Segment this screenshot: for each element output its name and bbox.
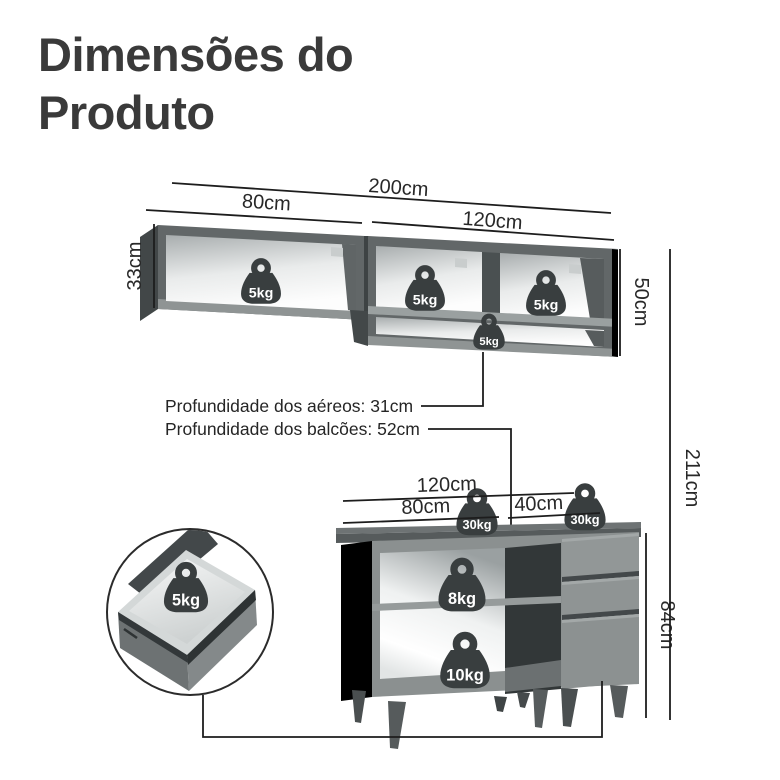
dim-line-left-width-upper bbox=[145, 209, 363, 224]
weight-badge-countertop-left: 30kg bbox=[456, 491, 497, 535]
dim-label-left-height-upper: 33cm bbox=[124, 242, 146, 291]
cabinet-leg-2 bbox=[388, 701, 406, 749]
upper-cabinet: 5kg 5kg 5kg 5kg bbox=[140, 225, 618, 357]
weight-label: 8kg bbox=[448, 590, 476, 608]
dim-line-right-width-upper bbox=[371, 221, 615, 241]
cabinet-leg-4 bbox=[517, 692, 530, 708]
drawer-gap-2 bbox=[562, 609, 639, 620]
drawer-front-2 bbox=[562, 576, 639, 615]
upper-left-interior-wall bbox=[342, 244, 356, 311]
depth-annotations: Profundidade dos aéreos: 31cm Profundida… bbox=[165, 352, 512, 525]
dim-line-total-width-lower bbox=[342, 492, 575, 502]
lower-side-panel bbox=[341, 541, 372, 701]
upper-hinge-2 bbox=[455, 258, 467, 268]
detail-circle-outline bbox=[106, 528, 274, 696]
lower-dimensions: 120cm 80cm 40cm 84cm 211cm bbox=[342, 249, 703, 720]
cabinet-leg-6 bbox=[561, 688, 578, 727]
lower-divider-floor bbox=[505, 660, 561, 692]
drawer-handle bbox=[123, 627, 138, 640]
dim-label-left-width-upper: 80cm bbox=[241, 191, 291, 216]
upper-right-edge bbox=[612, 249, 618, 357]
dim-label-total-width-upper: 200cm bbox=[368, 175, 429, 201]
leader-line-drawer-detail bbox=[202, 681, 603, 738]
leader-line-aereos bbox=[421, 352, 484, 407]
weight-badge-drawer: 5kg bbox=[164, 565, 208, 612]
weight-badge-upper-mid: 5kg bbox=[405, 268, 445, 310]
upper-right-divider bbox=[482, 252, 500, 315]
drawer-side-edge bbox=[118, 612, 188, 663]
dim-label-right-width-upper: 120cm bbox=[462, 208, 523, 234]
cabinet-leg-5 bbox=[533, 689, 548, 728]
dim-label-overall-height: 211cm bbox=[681, 449, 703, 508]
weight-label: 30kg bbox=[570, 512, 599, 527]
lower-interior bbox=[380, 548, 505, 679]
depth-balcoes-label: Profundidade dos balcões: 52cm bbox=[165, 419, 420, 439]
weight-label: 5kg bbox=[479, 336, 499, 348]
drawer-front-2-bevel bbox=[562, 576, 639, 585]
cabinet-leg-3 bbox=[494, 696, 507, 712]
dim-line-left-width-lower bbox=[342, 516, 500, 524]
leader-line-balcoes bbox=[428, 428, 512, 525]
dim-label-body-height: 84cm bbox=[656, 601, 678, 650]
weight-badge-upper-left: 5kg bbox=[241, 261, 281, 303]
dim-label-left-width-lower: 80cm bbox=[401, 495, 451, 519]
weight-label: 10kg bbox=[446, 666, 484, 685]
weight-badge-upper-shelf: 5kg bbox=[473, 316, 505, 350]
drawer-front-1-bevel bbox=[562, 533, 639, 542]
drawer-detail: 5kg bbox=[106, 528, 603, 738]
title-line-1: Dimensões do bbox=[38, 28, 354, 81]
dim-line-right-width-lower bbox=[507, 512, 601, 519]
countertop-front bbox=[336, 528, 641, 543]
dim-line-total-width-upper bbox=[171, 182, 612, 214]
upper-hinge-3 bbox=[569, 264, 581, 274]
cabinet-door bbox=[562, 614, 639, 689]
upper-bottom-step bbox=[350, 310, 368, 346]
page-title: Dimensões do Produto bbox=[38, 26, 354, 143]
weight-label: 5kg bbox=[413, 293, 438, 309]
cabinet-leg-1 bbox=[352, 690, 366, 723]
upper-bottom-interior-wall bbox=[585, 330, 604, 347]
weight-badge-bottom-shelf: 10kg bbox=[440, 636, 490, 689]
detail-back-panel bbox=[128, 530, 218, 601]
upper-left-hinge bbox=[331, 247, 343, 257]
weight-badge-mid-shelf: 8kg bbox=[438, 561, 485, 611]
upper-dimensions: 200cm 80cm 120cm 33cm 50cm bbox=[124, 175, 652, 356]
dim-label-right-height-upper: 50cm bbox=[630, 278, 652, 327]
upper-right-interior-wall bbox=[580, 258, 604, 320]
title-line-2: Produto bbox=[38, 86, 215, 140]
drawer-front-1 bbox=[562, 533, 639, 577]
weight-label: 5kg bbox=[534, 298, 559, 314]
weight-badge-upper-right: 5kg bbox=[526, 273, 566, 315]
weight-badge-countertop-right: 30kg bbox=[564, 486, 605, 530]
lower-divider-dark bbox=[505, 543, 561, 694]
drawer-gap-1 bbox=[562, 571, 639, 582]
weight-label: 5kg bbox=[249, 286, 274, 302]
upper-left-frame-bottom bbox=[158, 299, 365, 320]
cabinet-leg-7 bbox=[610, 685, 628, 718]
drawer-front-edge bbox=[187, 590, 256, 665]
weight-label: 5kg bbox=[172, 591, 200, 609]
detail-circle-content: 5kg bbox=[118, 530, 257, 691]
weight-label: 30kg bbox=[462, 517, 491, 532]
dim-label-total-width-lower: 120cm bbox=[416, 473, 477, 497]
dim-label-right-width-lower: 40cm bbox=[514, 492, 564, 516]
drawer-side bbox=[118, 612, 189, 691]
lower-cabinet: 30kg 30kg 8kg 10kg bbox=[336, 486, 641, 749]
depth-aereos-label: Profundidade dos aéreos: 31cm bbox=[165, 396, 413, 416]
cabinet-door-bevel bbox=[562, 614, 639, 623]
